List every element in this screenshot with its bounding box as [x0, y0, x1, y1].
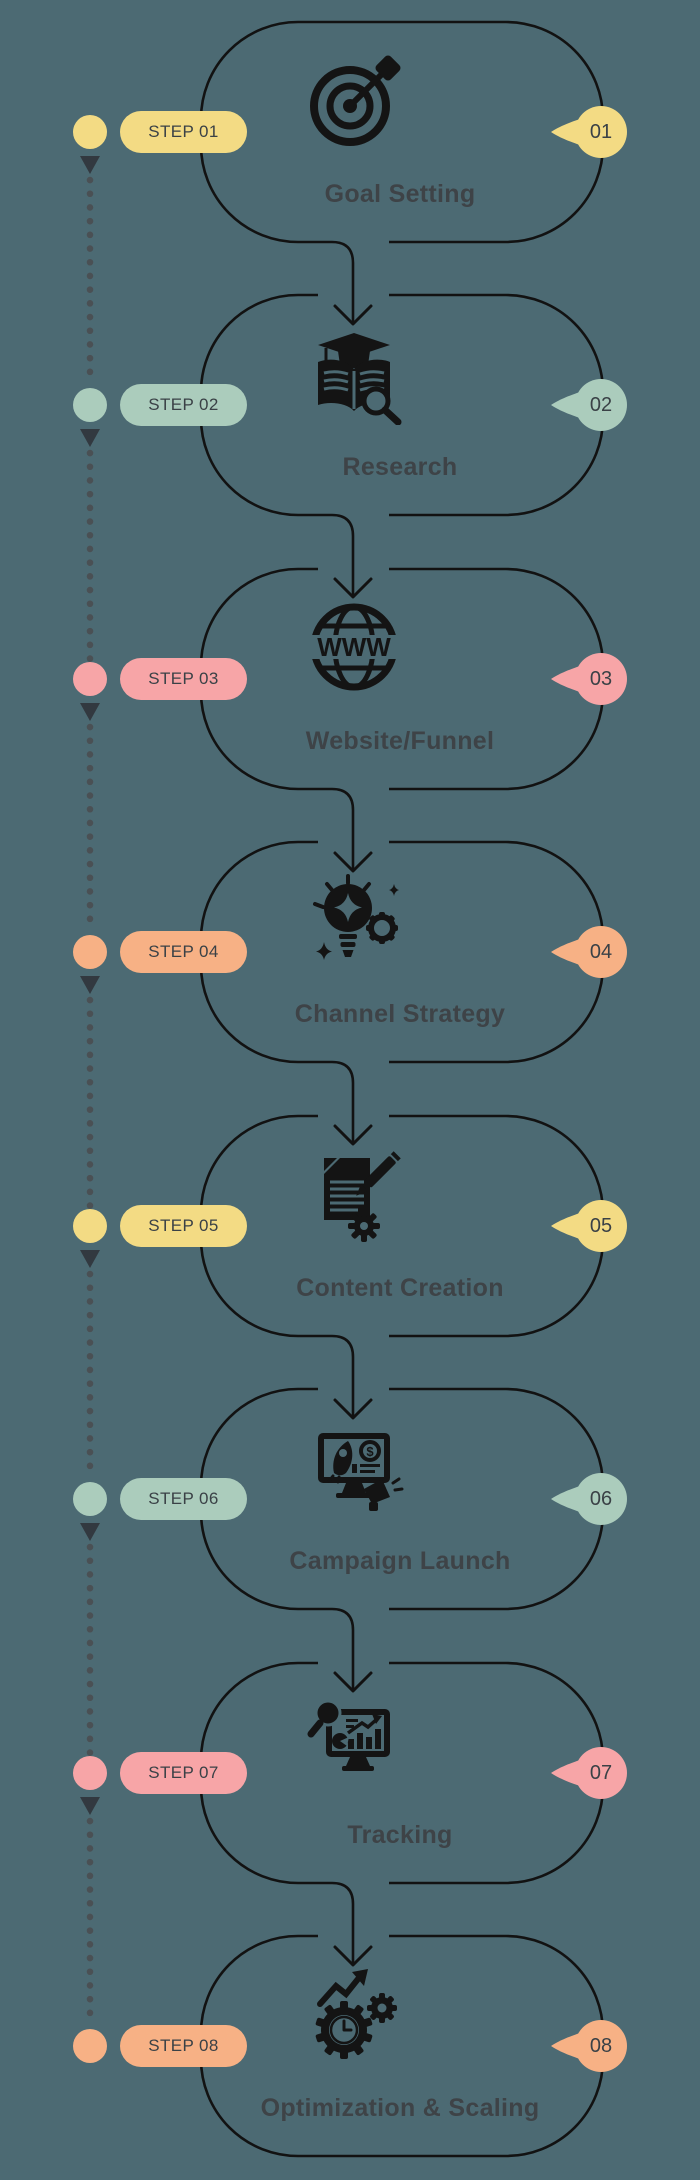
step-number-badge: 08: [575, 2020, 627, 2072]
www-globe-icon: WWW: [306, 599, 406, 699]
badge-tail: [551, 1760, 580, 1786]
step-pill: STEP 01: [120, 111, 247, 153]
timeline-dot: [73, 662, 107, 696]
timeline-dot: [73, 1482, 107, 1516]
step-number: 07: [589, 1761, 613, 1784]
document-pencil-icon: [306, 1146, 406, 1246]
step-title: Campaign Launch: [289, 1547, 511, 1575]
badge-tail: [551, 1486, 580, 1512]
target-dart-icon: [306, 52, 406, 152]
step-title: Website/Funnel: [305, 727, 495, 755]
step-title: Channel Strategy: [294, 1000, 506, 1028]
step-title: Goal Setting: [324, 180, 476, 208]
connector-arrowheads: [333, 304, 373, 1967]
step-pill: STEP 03: [120, 658, 247, 700]
step-pill: STEP 05: [120, 1205, 247, 1247]
step-pill-label: STEP 08: [148, 2036, 219, 2055]
step-number-badge: 05: [575, 1200, 627, 1252]
step-pill-label: STEP 06: [148, 1489, 219, 1508]
step-number: 06: [589, 1487, 613, 1510]
step-number-badge: 03: [575, 653, 627, 705]
badge-tail: [551, 119, 580, 145]
svg-text:$: $: [366, 1444, 374, 1459]
timeline-dot: [73, 1756, 107, 1790]
book-magnifier-icon: [306, 325, 406, 425]
step-pill-label: STEP 03: [148, 669, 219, 688]
step-number: 05: [589, 1214, 613, 1237]
step-pill: STEP 07: [120, 1752, 247, 1794]
step-pill: STEP 08: [120, 2025, 247, 2067]
step-number: 02: [589, 393, 613, 416]
step-pill: STEP 06: [120, 1478, 247, 1520]
step-pill: STEP 02: [120, 384, 247, 426]
step-title: Tracking: [347, 1821, 453, 1849]
timeline-dot: [73, 935, 107, 969]
monitor-rocket-icon: $: [306, 1419, 406, 1519]
badge-tail: [551, 392, 580, 418]
step-title: Optimization & Scaling: [260, 2094, 540, 2122]
step-title: Content Creation: [296, 1274, 504, 1302]
step-number-badge: 06: [575, 1473, 627, 1525]
step-title: Research: [342, 453, 458, 481]
badge-tail: [551, 666, 580, 692]
step-pill-label: STEP 02: [148, 395, 219, 414]
step-number: 08: [589, 2034, 613, 2057]
step-pill-label: STEP 04: [148, 942, 219, 961]
svg-text:WWW: WWW: [317, 632, 391, 662]
step-pill-label: STEP 05: [148, 1216, 219, 1235]
step-number-badge: 01: [575, 106, 627, 158]
step-number: 01: [589, 120, 613, 143]
step-pill: STEP 04: [120, 931, 247, 973]
timeline-arrowheads: [80, 156, 100, 1815]
step-pill-label: STEP 01: [148, 122, 219, 141]
badge-tail: [551, 1213, 580, 1239]
step-number: 04: [589, 940, 613, 963]
step-number-badge: 07: [575, 1747, 627, 1799]
timeline-dot: [73, 2029, 107, 2063]
step-number: 03: [589, 667, 613, 690]
gears-growth-icon: [306, 1966, 406, 2066]
step-pill-label: STEP 07: [148, 1763, 219, 1782]
timeline-dot: [73, 388, 107, 422]
badge-tail: [551, 2033, 580, 2059]
idea-bulb-gear-icon: [306, 872, 406, 972]
timeline-dot: [73, 1209, 107, 1243]
timeline-dot: [73, 115, 107, 149]
analytics-magnifier-icon: [306, 1693, 406, 1793]
step-number-badge: 04: [575, 926, 627, 978]
badge-tail: [551, 939, 580, 965]
step-number-badge: 02: [575, 379, 627, 431]
